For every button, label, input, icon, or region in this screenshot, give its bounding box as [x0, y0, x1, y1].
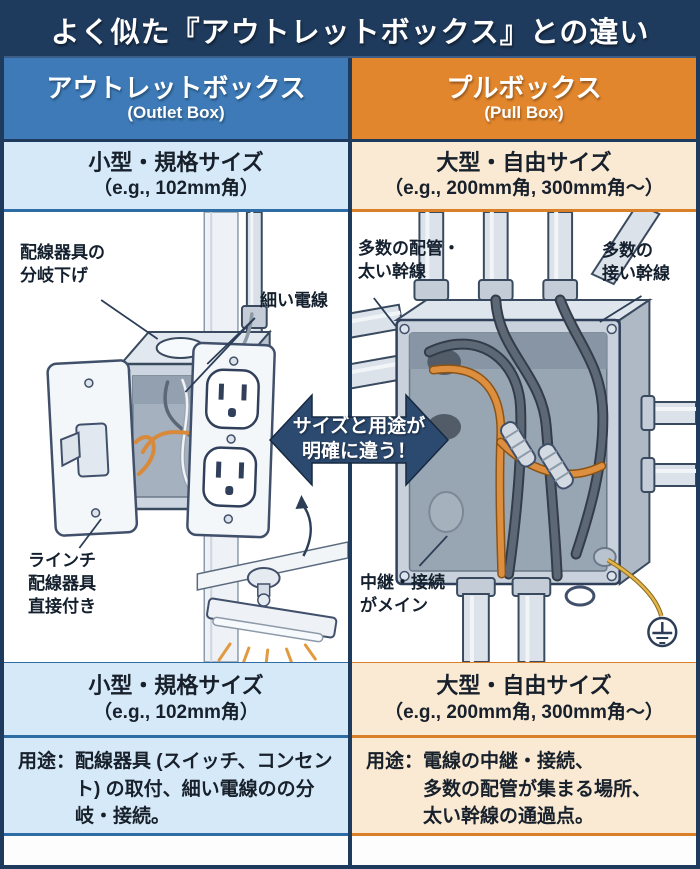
pull-box-drawing: [352, 212, 696, 662]
label-relay: 中継・接続 がメイン: [360, 573, 445, 615]
outlet-size-title: 小型・規格サイズ: [88, 149, 264, 175]
page-title: よく似た『アウトレットボックス』との違い: [4, 4, 696, 58]
difference-arrow: サイズと用途が 明確に違う！: [268, 383, 450, 497]
outlet-box-column: アウトレットボックス (Outlet Box) 小型・規格サイズ （e.g., …: [4, 58, 348, 865]
pull-usage-label: 用途：: [366, 751, 424, 772]
pull-usage-body: 電線の中継・接続、 多数の配管が集まる場所、 太い幹線の通過点。: [423, 751, 652, 828]
top-conduits-icon: [413, 212, 661, 301]
outlet-plate-icon: [186, 341, 276, 539]
outlet-box-size-row: 小型・規格サイズ （e.g., 102mm角）: [4, 142, 348, 212]
pull-size-example: （e.g., 200mm角, 300mm角〜）: [384, 178, 664, 200]
label-direct-attach: ラインチ 配線器具 直接付き: [28, 551, 96, 616]
splice-connectors-icon: [500, 421, 574, 490]
pull-summary-usage: 用途： 電線の中継・接続、 多数の配管が集まる場所、 太い幹線の通過点。: [352, 738, 696, 836]
bottom-spacer: [4, 836, 348, 865]
label-many-trunk: 多数の 接い幹線: [602, 241, 670, 283]
outlet-box-header: アウトレットボックス (Outlet Box): [4, 58, 348, 142]
outlet-usage-body: 配線器具 (スイッチ、コンセント) の取付、細い電線のの分岐・接続。: [75, 751, 333, 828]
light-fixture-icon: [196, 541, 348, 662]
outlet-summary-size-example: （e.g., 102mm角）: [93, 701, 259, 723]
pull-box-size-row: 大型・自由サイズ （e.g., 200mm角, 300mm角〜）: [352, 142, 696, 212]
callout-lines: [373, 295, 642, 567]
outlet-box-header-en: (Outlet Box): [127, 103, 225, 123]
bottom-pipes-icon: [456, 577, 596, 662]
outlet-usage-label: 用途：: [18, 751, 76, 772]
switch-plate-icon: [46, 359, 139, 537]
label-branch: 配線器具の 分岐下げ: [20, 243, 105, 285]
light-rays-icon: [217, 642, 317, 662]
earth-symbol-icon: [647, 616, 678, 648]
right-pipes-icon: [640, 395, 696, 493]
conduit-icon: [240, 212, 268, 333]
ground-wire-icon: [592, 547, 664, 617]
outlet-summary-size-title: 小型・規格サイズ: [88, 673, 264, 699]
outlet-summary-size: 小型・規格サイズ （e.g., 102mm角）: [4, 662, 348, 738]
pull-summary-size-example: （e.g., 200mm角, 300mm角〜）: [384, 701, 664, 723]
up-arrow-icon: [295, 495, 312, 557]
pull-box-header: プルボックス (Pull Box): [352, 58, 696, 142]
pull-summary-size: 大型・自由サイズ （e.g., 200mm角, 300mm角〜）: [352, 662, 696, 738]
outlet-size-example: （e.g., 102mm角）: [93, 178, 259, 200]
outlet-box-header-jp: アウトレットボックス: [46, 72, 306, 103]
outlet-box-drawing: [46, 212, 348, 662]
pull-box-header-en: (Pull Box): [484, 103, 564, 123]
pull-box-header-jp: プルボックス: [446, 72, 602, 103]
bottom-spacer: [352, 836, 696, 865]
outlet-summary-usage: 用途： 配線器具 (スイッチ、コンセント) の取付、細い電線のの分岐・接続。: [4, 738, 348, 836]
callout-lines: [78, 299, 256, 549]
label-thin-wire: 細い電線: [260, 291, 328, 310]
label-many-pipes: 多数の配管・ 太い幹線: [358, 239, 460, 281]
pull-size-title: 大型・自由サイズ: [436, 149, 612, 175]
difference-arrow-text: サイズと用途が 明確に違う！: [292, 416, 426, 462]
pull-box-illustration: 多数の配管・ 太い幹線 多数の 接い幹線 中継・接続 がメイン: [352, 212, 696, 662]
pull-summary-size-title: 大型・自由サイズ: [436, 673, 612, 699]
double-arrow-icon: [268, 393, 450, 487]
